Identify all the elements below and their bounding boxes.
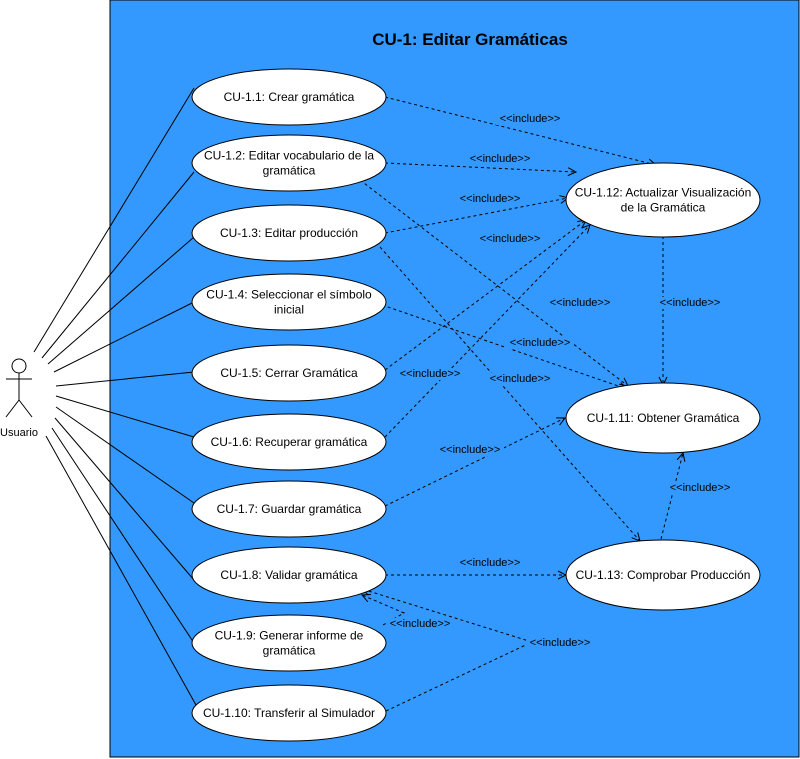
system-title: CU-1: Editar Gramáticas (372, 30, 568, 49)
include-label: <<include>> (390, 618, 451, 630)
actor-head (11, 358, 27, 374)
use-case-ellipse (191, 546, 387, 604)
actor-associations (33, 87, 197, 706)
use-case-ellipse (191, 480, 387, 538)
include-label-bg (466, 153, 534, 165)
use-case-label: gramática (263, 644, 316, 658)
use-case-label: CU-1.6: Recuperar gramática (211, 435, 368, 449)
include-label-bg (386, 618, 454, 630)
use-case-label: CU-1.8: Validar gramática (220, 568, 357, 582)
use-case-label: gramática (263, 164, 316, 178)
include-label: <<include>> (400, 368, 461, 380)
use-case-label: inicial (274, 303, 304, 317)
use-case-label: CU-1.11: Obtener Gramática (587, 411, 740, 425)
include-label-bg (496, 113, 564, 125)
include-label-bg (486, 373, 554, 385)
use-case-cu12: CU-1.2: Editar vocabulario de lagramátic… (191, 134, 387, 192)
use-case-ellipse (191, 413, 387, 471)
use-case-cu11: CU-1.1: Crear gramática (191, 68, 387, 126)
include-label-bg (656, 297, 724, 309)
include-label: <<include>> (470, 153, 531, 165)
include-label-bg (396, 368, 464, 380)
include-relations (359, 96, 683, 712)
use-case-label: CU-1.10: Transferir al Simulador (203, 706, 375, 720)
use-case-label: CU-1.7: Guardar gramática (217, 502, 362, 516)
use-case-ellipse (191, 273, 387, 331)
include-label-bg (456, 557, 524, 569)
use-case-ellipse (191, 68, 387, 126)
use-case-label: CU-1.3: Editar producción (220, 226, 358, 240)
use-case-cu16: CU-1.6: Recuperar gramática (191, 413, 387, 471)
use-case-label: CU-1.12: Actualizar Visualización (575, 186, 752, 200)
include-label-bg (666, 482, 734, 494)
use-case-ellipse (565, 162, 761, 238)
include-label-bg (506, 337, 574, 349)
include-label: <<include>> (480, 233, 541, 245)
use-case-ellipse (191, 344, 387, 402)
include-label-bg (456, 193, 524, 205)
actor-label: Usuario (0, 427, 38, 439)
use-case-ellipse (191, 684, 387, 742)
include-label: <<include>> (670, 482, 731, 494)
actor-usuario (5, 358, 33, 418)
include-label: <<include>> (550, 297, 611, 309)
use-case-ellipse (191, 134, 387, 192)
use-case-ellipse (565, 382, 761, 454)
use-case-label: de la Gramática (621, 201, 706, 215)
include-label-bg (476, 233, 544, 245)
use-case-cu17: CU-1.7: Guardar gramática (191, 480, 387, 538)
use-case-cu110: CU-1.10: Transferir al Simulador (191, 684, 387, 742)
include-labels: <<include>> <<include>> <<include>> <<inclu… (386, 113, 734, 649)
include-label: <<include>> (460, 193, 521, 205)
include-label: <<include>> (490, 373, 551, 385)
use-case-cu111: CU-1.11: Obtener Gramática (565, 382, 761, 454)
use-case-cu18: CU-1.8: Validar gramática (191, 546, 387, 604)
include-label: <<include>> (500, 113, 561, 125)
use-case-ellipse (191, 204, 387, 262)
use-case-ellipse (191, 614, 387, 672)
use-case-label: CU-1.13: Comprobar Producción (576, 568, 751, 582)
use-case-label: CU-1.1: Crear gramática (224, 90, 355, 104)
include-label: <<include>> (660, 297, 721, 309)
use-case-label: CU-1.2: Editar vocabulario de la (204, 149, 374, 163)
use-case-label: CU-1.4: Seleccionar el símbolo (206, 288, 372, 302)
use-case-cu113: CU-1.13: Comprobar Producción (565, 539, 761, 611)
include-label: <<include>> (440, 444, 501, 456)
include-label: <<include>> (530, 637, 591, 649)
include-label-bg (526, 637, 594, 649)
include-label: <<include>> (510, 337, 571, 349)
include-label: <<include>> (460, 557, 521, 569)
use-case-label: CU-1.9: Generar informe de (215, 629, 364, 643)
include-label-bg (436, 444, 504, 456)
include-label-bg (546, 297, 614, 309)
use-case-cu13: CU-1.3: Editar producción (191, 204, 387, 262)
use-case-cu15: CU-1.5: Cerrar Gramática (191, 344, 387, 402)
use-case-label: CU-1.5: Cerrar Gramática (220, 366, 358, 380)
use-case-ellipse (565, 539, 761, 611)
